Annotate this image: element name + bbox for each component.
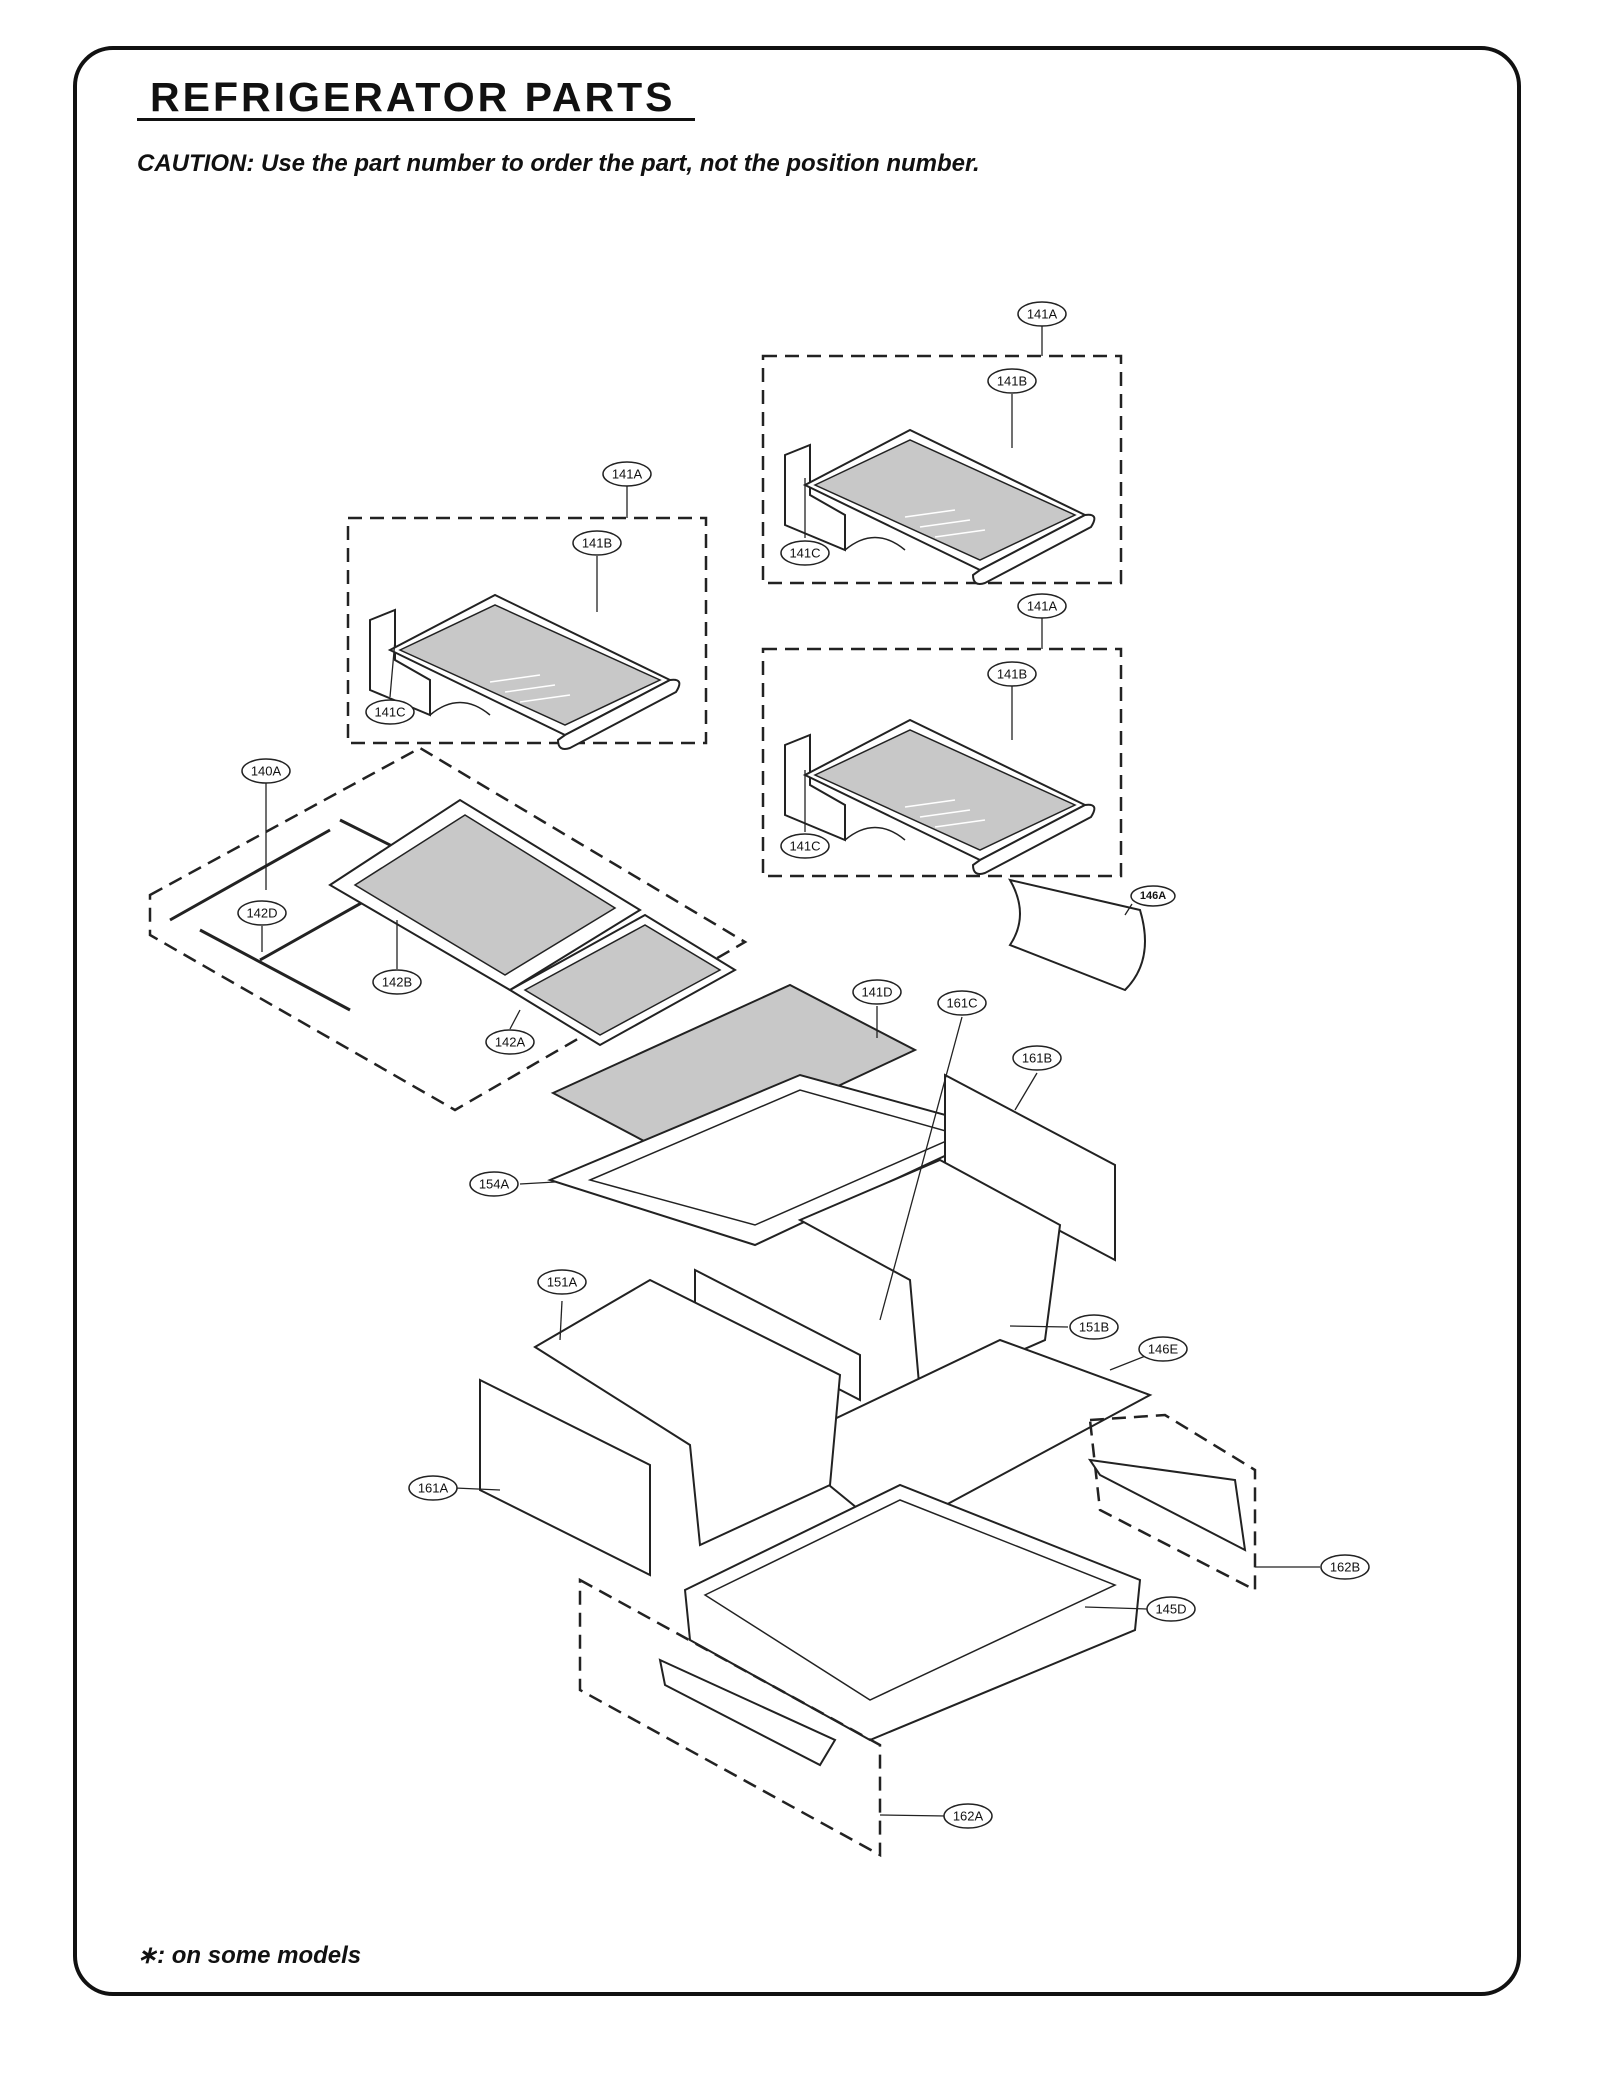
- cover-146A: [1007, 878, 1146, 992]
- svg-text:141C: 141C: [789, 839, 820, 854]
- svg-text:140A: 140A: [251, 764, 282, 779]
- callout-141B-3: 141B: [987, 661, 1037, 687]
- svg-text:146E: 146E: [1148, 1342, 1179, 1357]
- rail-assembly-162A: [578, 1577, 882, 1858]
- svg-text:151A: 151A: [547, 1275, 578, 1290]
- title-underline: [137, 118, 695, 121]
- tray-cover-146E: [778, 1338, 1153, 1537]
- svg-text:141A: 141A: [1027, 599, 1058, 614]
- callout-146A: 146A: [1130, 885, 1176, 907]
- shelf-assembly-141A-right: [761, 647, 1123, 878]
- shelf-assembly-140A: [148, 746, 748, 1112]
- shelf-assembly-141A-top: [761, 354, 1123, 585]
- rail-assembly-162B: [1087, 1413, 1257, 1593]
- callout-140A: 140A: [241, 758, 291, 784]
- callout-141D: 141D: [852, 979, 902, 1005]
- caution-note: CAUTION: Use the part number to order th…: [137, 150, 980, 177]
- svg-text:141B: 141B: [997, 374, 1027, 389]
- callout-146E: 146E: [1138, 1336, 1188, 1362]
- svg-text:141B: 141B: [997, 667, 1027, 682]
- svg-text:142A: 142A: [495, 1035, 526, 1050]
- callout-154A: 154A: [469, 1171, 519, 1197]
- shelf-assembly-141A-left: [346, 516, 708, 750]
- svg-text:145D: 145D: [1155, 1602, 1186, 1617]
- callout-142D: 142D: [237, 900, 287, 926]
- svg-text:161C: 161C: [946, 996, 977, 1011]
- footnote: ∗: on some models: [137, 1942, 362, 1969]
- leader-lines: [261, 325, 1320, 1817]
- callout-145D: 145D: [1146, 1596, 1196, 1622]
- crisper-drawer-151B: [797, 1158, 1062, 1397]
- svg-text:141C: 141C: [789, 546, 820, 561]
- svg-text:141C: 141C: [374, 705, 405, 720]
- divider-161B: [944, 1073, 1116, 1262]
- svg-text:141D: 141D: [861, 985, 892, 1000]
- crisper-drawer-151A: [533, 1278, 842, 1547]
- page-frame: [73, 46, 1521, 1996]
- callout-142A: 142A: [485, 1029, 535, 1055]
- svg-text:161A: 161A: [418, 1481, 449, 1496]
- callout-141B-2: 141B: [987, 368, 1037, 394]
- callout-141C-3: 141C: [780, 833, 830, 859]
- page-title: REFRIGERATOR PARTS: [150, 74, 676, 120]
- svg-text:162B: 162B: [1330, 1560, 1360, 1575]
- callout-162A: 162A: [943, 1803, 993, 1829]
- svg-text:141A: 141A: [1027, 307, 1058, 322]
- callout-161C: 161C: [937, 990, 987, 1016]
- svg-text:154A: 154A: [479, 1177, 510, 1192]
- callout-141B-1: 141B: [572, 530, 622, 556]
- svg-text:161B: 161B: [1022, 1051, 1052, 1066]
- callout-162B: 162B: [1320, 1554, 1370, 1580]
- svg-text:141A: 141A: [612, 467, 643, 482]
- callout-142B: 142B: [372, 969, 422, 995]
- callout-151B: 151B: [1069, 1314, 1119, 1340]
- svg-text:151B: 151B: [1079, 1320, 1109, 1335]
- callout-151A: 151A: [537, 1269, 587, 1295]
- svg-text:142D: 142D: [246, 906, 277, 921]
- callout-141A-1: 141A: [602, 461, 652, 487]
- callout-141C-2: 141C: [780, 540, 830, 566]
- svg-text:141B: 141B: [582, 536, 612, 551]
- divider-161A: [479, 1378, 651, 1577]
- callout-141A-2: 141A: [1017, 301, 1067, 327]
- callout-141C-1: 141C: [365, 699, 415, 725]
- svg-text:142B: 142B: [382, 975, 412, 990]
- callout-161A: 161A: [408, 1475, 458, 1501]
- svg-text:162A: 162A: [953, 1809, 984, 1824]
- callout-161B: 161B: [1012, 1045, 1062, 1071]
- callout-141A-3: 141A: [1017, 593, 1067, 619]
- glass-141D: [550, 983, 918, 1162]
- svg-text:146A: 146A: [1140, 890, 1166, 902]
